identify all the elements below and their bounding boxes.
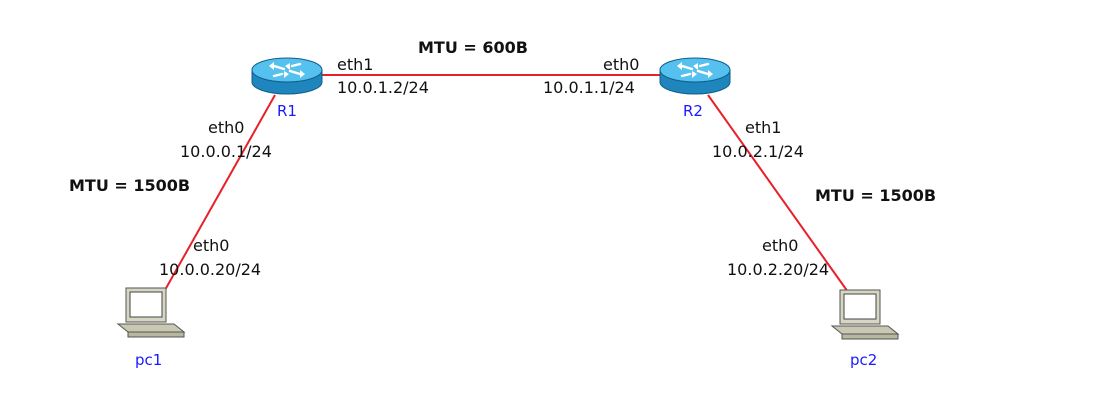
r2-eth0-ip: 10.0.1.1/24 — [543, 78, 635, 97]
pc1-icon[interactable] — [116, 287, 186, 338]
link-r1-pc1 — [164, 94, 276, 291]
node-label-r2: R2 — [683, 102, 703, 120]
r2-eth1-ip: 10.0.2.1/24 — [712, 142, 804, 161]
r1-eth1-label: eth1 — [337, 55, 374, 74]
r1-eth1-ip: 10.0.1.2/24 — [337, 78, 429, 97]
node-label-pc1: pc1 — [135, 351, 163, 369]
link-r2-pc2 — [707, 94, 849, 293]
mtu-label-r2-pc2: MTU = 1500B — [815, 186, 937, 205]
pc2-icon[interactable] — [830, 289, 900, 340]
pc2-eth0-ip: 10.0.2.20/24 — [727, 260, 830, 279]
pc2-eth0-label: eth0 — [762, 236, 799, 255]
r2-eth0-label: eth0 — [603, 55, 640, 74]
r1-eth0-label: eth0 — [208, 118, 245, 137]
pc1-eth0-ip: 10.0.0.20/24 — [159, 260, 262, 279]
router-r2-icon[interactable] — [659, 57, 731, 95]
pc1-eth0-label: eth0 — [193, 236, 230, 255]
r2-eth1-label: eth1 — [745, 118, 782, 137]
r1-eth0-ip: 10.0.0.1/24 — [180, 142, 272, 161]
node-label-pc2: pc2 — [850, 351, 878, 369]
node-label-r1: R1 — [277, 102, 297, 120]
mtu-label-r1-pc1: MTU = 1500B — [69, 176, 191, 195]
mtu-label-r1-r2: MTU = 600B — [418, 38, 528, 57]
router-r1-icon[interactable] — [251, 57, 323, 95]
